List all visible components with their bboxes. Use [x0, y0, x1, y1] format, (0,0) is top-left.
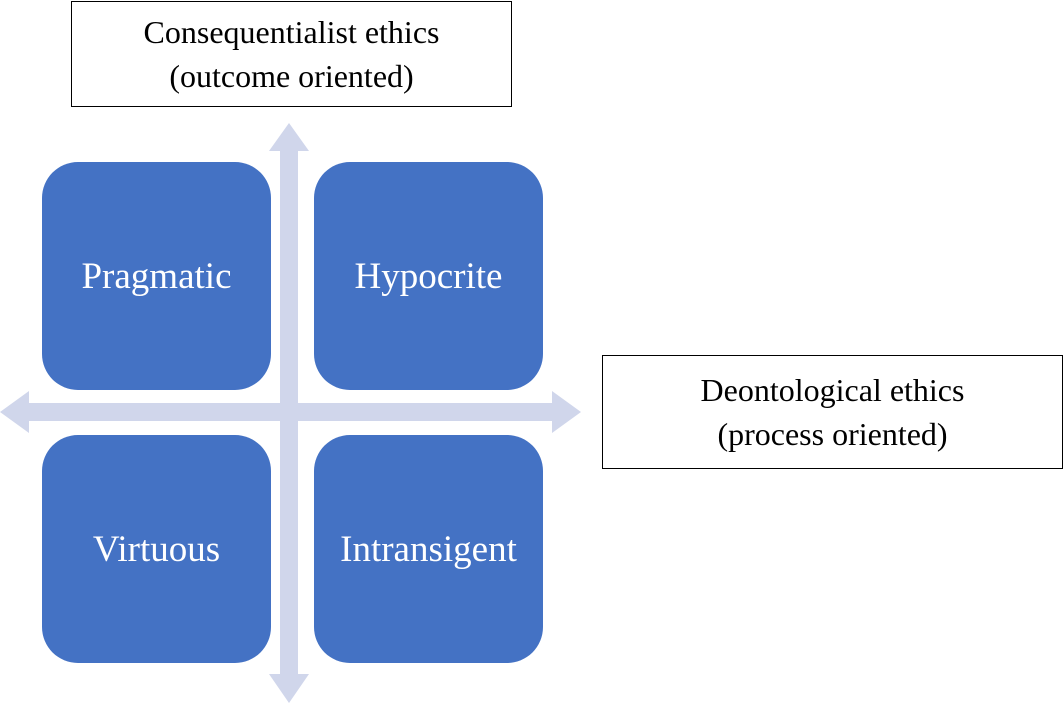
quadrant-hypocrite: Hypocrite: [314, 162, 543, 390]
vertical-axis-label-line1: Consequentialist ethics: [143, 14, 440, 50]
horizontal-axis-label-box: Deontological ethics (process oriented): [602, 355, 1063, 469]
quadrant-label: Intransigent: [340, 528, 517, 570]
vertical-axis-label-box: Consequentialist ethics (outcome oriente…: [71, 1, 512, 107]
horizontal-axis-label-line1: Deontological ethics: [700, 372, 965, 408]
quadrant-virtuous: Virtuous: [42, 435, 271, 663]
quadrant-label: Pragmatic: [81, 255, 232, 297]
quadrant-pragmatic: Pragmatic: [42, 162, 271, 390]
quadrant-intransigent: Intransigent: [314, 435, 543, 663]
vertical-axis-label-line2: (outcome oriented): [169, 58, 414, 94]
quadrant-label: Virtuous: [92, 528, 221, 570]
horizontal-axis-arrow: [0, 391, 581, 433]
quadrant-label: Hypocrite: [354, 255, 503, 297]
horizontal-axis-label-line2: (process oriented): [717, 416, 948, 452]
